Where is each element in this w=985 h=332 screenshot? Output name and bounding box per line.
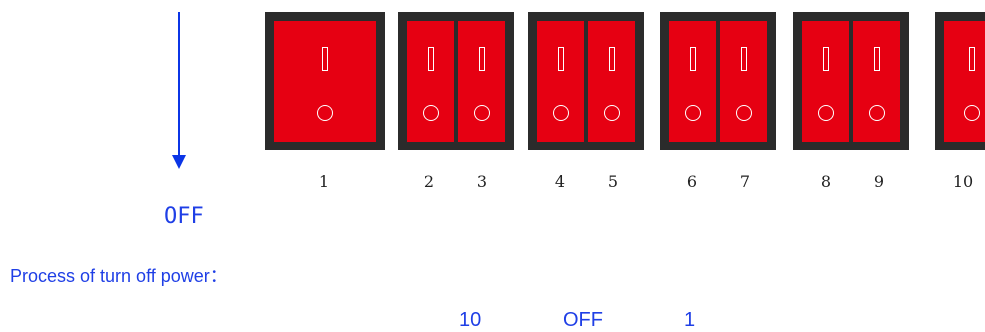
sequence-action: OFF: [563, 309, 603, 332]
off-symbol-icon: [685, 105, 701, 121]
switch-number-5: 5: [598, 172, 628, 191]
off-symbol-icon: [423, 105, 439, 121]
off-symbol-icon: [869, 105, 885, 121]
on-symbol-icon: [690, 47, 696, 71]
sequence-to: 1: [684, 309, 695, 332]
off-symbol-icon: [317, 105, 333, 121]
rocker-6[interactable]: [669, 21, 716, 142]
off-symbol-icon: [474, 105, 490, 121]
on-symbol-icon: [823, 47, 829, 71]
arrow-shaft: [178, 12, 180, 156]
switch-number-2: 2: [414, 172, 444, 191]
off-label: OFF: [164, 204, 204, 229]
on-symbol-icon: [558, 47, 564, 71]
power-switch-4-5[interactable]: [528, 12, 644, 150]
switch-number-8: 8: [811, 172, 841, 191]
rocker-7[interactable]: [720, 21, 767, 142]
process-caption: Process of turn off power：: [10, 262, 228, 288]
off-symbol-icon: [818, 105, 834, 121]
arrow-down-icon: [172, 155, 186, 169]
on-symbol-icon: [322, 47, 328, 71]
rocker-5[interactable]: [588, 21, 635, 142]
rocker-8[interactable]: [802, 21, 849, 142]
switch-number-10: 10: [948, 172, 978, 191]
power-switch-1[interactable]: [265, 12, 385, 150]
on-symbol-icon: [874, 47, 880, 71]
switch-number-1: 1: [309, 172, 339, 191]
power-switch-2-3[interactable]: [398, 12, 514, 150]
on-symbol-icon: [969, 47, 975, 71]
off-symbol-icon: [604, 105, 620, 121]
rocker-4[interactable]: [537, 21, 584, 142]
switch-number-4: 4: [545, 172, 575, 191]
switch-number-7: 7: [730, 172, 760, 191]
power-switch-8-9[interactable]: [793, 12, 909, 150]
off-symbol-icon: [736, 105, 752, 121]
rocker-3[interactable]: [458, 21, 505, 142]
switch-number-9: 9: [864, 172, 894, 191]
rocker-9[interactable]: [853, 21, 900, 142]
power-switch-10[interactable]: [935, 12, 985, 150]
sequence-from: 10: [459, 309, 481, 332]
off-symbol-icon: [553, 105, 569, 121]
on-symbol-icon: [428, 47, 434, 71]
on-symbol-icon: [609, 47, 615, 71]
off-symbol-icon: [964, 105, 980, 121]
switch-number-3: 3: [467, 172, 497, 191]
power-switch-6-7[interactable]: [660, 12, 776, 150]
switch-number-6: 6: [677, 172, 707, 191]
rocker-10[interactable]: [944, 21, 985, 142]
on-symbol-icon: [741, 47, 747, 71]
rocker-2[interactable]: [407, 21, 454, 142]
on-symbol-icon: [479, 47, 485, 71]
rocker-1[interactable]: [274, 21, 376, 142]
